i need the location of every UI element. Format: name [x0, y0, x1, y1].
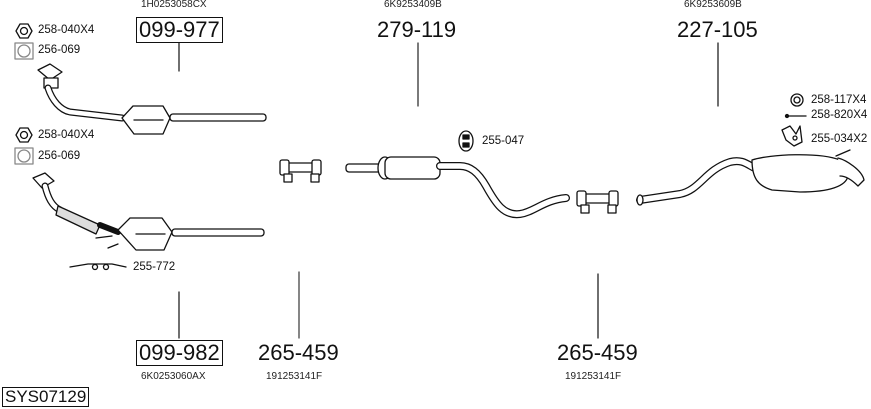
part-number-clamp-right[interactable]: 265-459 — [557, 340, 638, 365]
oem-number-middle-silencer: 6K9253409B — [384, 0, 442, 10]
hex-nut-icon-lower — [15, 127, 33, 143]
oem-number-clamp-right: 191253141F — [565, 371, 622, 382]
accessory-upper-gasket[interactable]: 256-069 — [38, 44, 81, 56]
part-number-cat-lower[interactable]: 099-982 — [136, 340, 223, 366]
oem-number-cat-lower: 6K0253060AX — [141, 371, 206, 382]
oem-number-cat-upper: 1H0253058CX — [141, 0, 207, 10]
part-number-middle-silencer[interactable]: 279-119 — [377, 17, 457, 42]
bolt-icon — [784, 113, 807, 119]
catalytic-converter-lower[interactable] — [32, 172, 265, 251]
heat-shield-icon — [69, 263, 127, 271]
washer-icon — [790, 93, 804, 107]
hex-nut-icon-upper — [15, 23, 33, 39]
oem-number-rear-silencer: 6K9253609B — [684, 0, 742, 10]
oem-number-clamp-left: 191253141F — [266, 371, 323, 382]
accessory-lower-nut[interactable]: 258-040X4 — [38, 129, 95, 141]
rear-silencer[interactable] — [636, 149, 865, 206]
accessory-upper-nut[interactable]: 258-040X4 — [38, 24, 95, 36]
accessory-bolt[interactable]: 258-820X4 — [811, 109, 868, 121]
part-number-clamp-left[interactable]: 265-459 — [258, 340, 339, 365]
mounting-bracket-icon — [781, 125, 803, 147]
gasket-icon-upper — [14, 42, 34, 60]
accessory-lower-gasket[interactable]: 256-069 — [38, 150, 81, 162]
system-id: SYS07129 — [2, 387, 90, 407]
middle-silencer[interactable] — [345, 156, 570, 219]
accessory-rear-mount[interactable]: 255-034X2 — [811, 133, 868, 145]
accessory-washer[interactable]: 258-117X4 — [811, 94, 867, 106]
gasket-icon-lower — [14, 147, 34, 165]
accessory-heat-shield[interactable]: 255-772 — [133, 261, 176, 273]
accessory-rubber-mount[interactable]: 255-047 — [482, 135, 525, 147]
part-number-rear-silencer[interactable]: 227-105 — [677, 17, 758, 42]
clamp-right[interactable] — [576, 190, 619, 214]
rubber-hanger-icon — [458, 130, 474, 152]
part-number-cat-upper[interactable]: 099-977 — [136, 17, 223, 43]
clamp-left[interactable] — [279, 159, 322, 183]
catalytic-converter-upper[interactable] — [37, 63, 267, 135]
